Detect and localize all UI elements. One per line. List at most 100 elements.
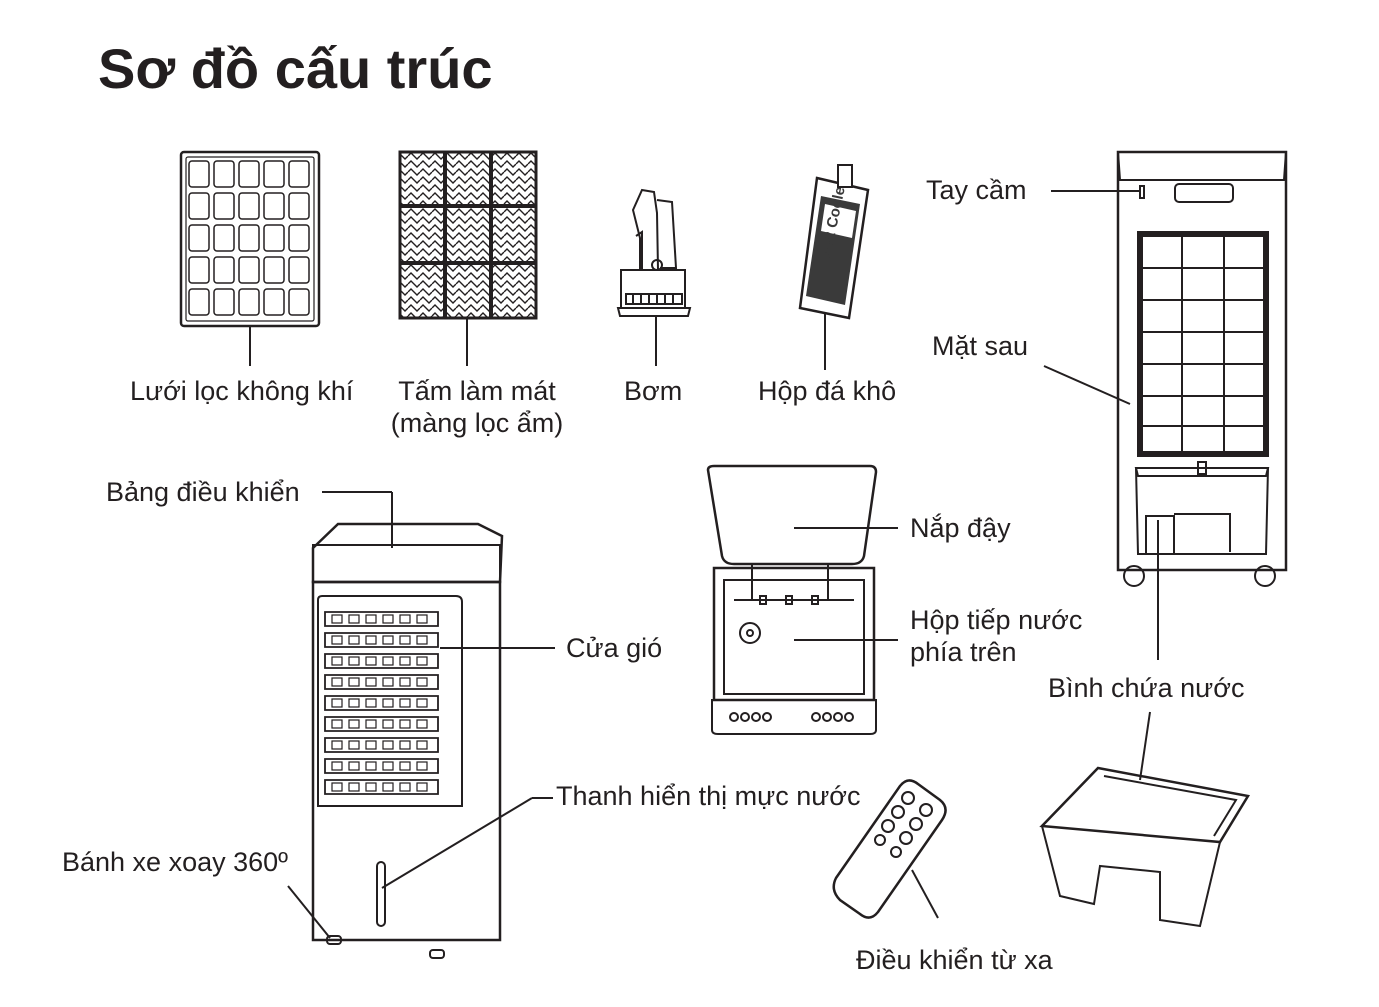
louver-slot <box>382 635 394 645</box>
air-filter-cell <box>213 192 235 220</box>
label-top-fill-box: Hộp tiếp nước phía trên <box>910 604 1082 668</box>
louver-slot <box>331 719 343 729</box>
air-filter-cell <box>213 256 235 284</box>
label-ice-box: Hộp đá khô <box>758 376 897 406</box>
label-handle: Tay cầm <box>926 175 1027 205</box>
louver-slot <box>348 782 360 792</box>
air-filter-cell <box>188 256 210 284</box>
air-filter-cell <box>288 160 310 188</box>
louver-blade <box>324 674 439 690</box>
air-filter-cell <box>238 224 260 252</box>
air-filter-cell <box>213 224 235 252</box>
louver-slot <box>399 719 411 729</box>
label-cooling-pad: Tấm làm mát (màng lọc ẩm) <box>380 375 574 439</box>
pump-illustration <box>616 188 692 366</box>
label-top-fill-box-line1: Hộp tiếp nước <box>910 605 1083 635</box>
air-filter-cell <box>288 288 310 316</box>
louver-blade <box>324 758 439 774</box>
ice-box-illustration: AIR Cooler <box>798 164 870 370</box>
louver-blade <box>324 695 439 711</box>
label-water-level-bar: Thanh hiển thị mực nước <box>556 781 861 811</box>
louver-slot <box>382 698 394 708</box>
louver-slot <box>348 740 360 750</box>
cooler-back-view-illustration <box>1043 150 1288 660</box>
louver-slot <box>365 614 377 624</box>
air-filter-cell <box>188 224 210 252</box>
remote-control-illustration <box>832 779 947 919</box>
louver-slot <box>399 614 411 624</box>
louver-slot <box>382 614 394 624</box>
louver-slot <box>365 698 377 708</box>
air-filter-cell <box>263 288 285 316</box>
label-wheels: Bánh xe xoay 360º <box>62 847 289 877</box>
louver-slot <box>399 761 411 771</box>
louver-slot <box>331 614 343 624</box>
louver-blade <box>324 653 439 669</box>
label-lid: Nắp đậy <box>910 513 1011 543</box>
air-filter-cell <box>238 256 260 284</box>
louver-slot <box>399 698 411 708</box>
louver-slot <box>348 614 360 624</box>
louver-slot <box>365 740 377 750</box>
louver-slot <box>399 656 411 666</box>
louver-slot <box>416 635 428 645</box>
air-filter-cell <box>263 256 285 284</box>
louver-slot <box>416 614 428 624</box>
louver-slot <box>416 740 428 750</box>
louver-slot <box>331 635 343 645</box>
air-filter-cell <box>263 160 285 188</box>
louver-slot <box>348 656 360 666</box>
louver-blade <box>324 611 439 627</box>
top-fill-box-illustration <box>706 464 898 735</box>
air-filter-cell <box>288 224 310 252</box>
page-title: Sơ đồ cấu trúc <box>98 37 493 100</box>
louver-slot <box>365 635 377 645</box>
louver-slot <box>331 740 343 750</box>
louver-slot <box>348 719 360 729</box>
air-filter-cell <box>263 224 285 252</box>
louver-slot <box>348 677 360 687</box>
label-back-panel: Mặt sau <box>932 331 1029 361</box>
louver-slot <box>365 656 377 666</box>
air-filter-frame <box>179 150 321 328</box>
label-pump: Bơm <box>624 376 683 406</box>
louver-slot <box>382 656 394 666</box>
louver-slot <box>331 656 343 666</box>
label-water-tank: Bình chứa nước <box>1048 673 1245 703</box>
air-filter-cell <box>238 192 260 220</box>
louver-slot <box>365 761 377 771</box>
louver-slot <box>382 719 394 729</box>
label-top-fill-box-line2: phía trên <box>910 637 1017 667</box>
louver-slot <box>331 677 343 687</box>
air-filter-cell <box>188 288 210 316</box>
label-cooling-pad-line2: (màng lọc ẩm) <box>390 408 564 438</box>
louver-slot <box>382 782 394 792</box>
air-filter-cell <box>188 192 210 220</box>
louver-slot <box>382 677 394 687</box>
louver-slot <box>416 677 428 687</box>
cooling-pad-illustration <box>398 150 538 366</box>
louver-slot <box>365 782 377 792</box>
louver-slot <box>331 761 343 771</box>
air-filter-cell <box>188 160 210 188</box>
louver-blade <box>324 779 439 795</box>
water-tank-illustration <box>1039 711 1251 928</box>
label-louver: Cửa gió <box>566 633 663 663</box>
air-filter-cell <box>288 192 310 220</box>
cooler-front-view-illustration <box>287 491 555 959</box>
air-filter-cell <box>288 256 310 284</box>
louver-slot <box>399 782 411 792</box>
louver-slot <box>382 740 394 750</box>
louver-slot <box>331 698 343 708</box>
louver-slot <box>331 782 343 792</box>
label-air-filter: Lưới lọc không khí <box>130 376 354 406</box>
louver-slot <box>382 761 394 771</box>
louver-slot <box>416 782 428 792</box>
label-remote: Điều khiển từ xa <box>856 945 1053 975</box>
air-filter-cell <box>263 192 285 220</box>
louver-slot <box>416 698 428 708</box>
louver-slot <box>348 698 360 708</box>
air-filter-cell <box>238 160 260 188</box>
